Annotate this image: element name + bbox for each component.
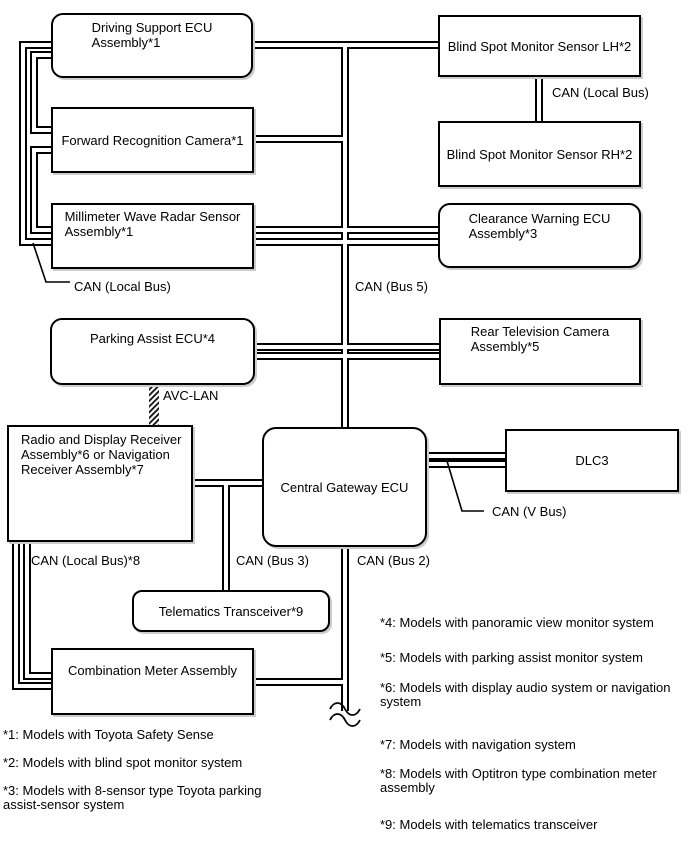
node-label: Radio and Display Receiver	[21, 432, 182, 447]
footnote-line: *3: Models with 8-sensor type Toyota par…	[3, 783, 262, 798]
node-telematics-transceiver: Telematics Transceiver*9	[132, 590, 330, 632]
can-local-bus-leader-line	[32, 242, 70, 283]
node-label: Millimeter Wave Radar Sensor	[64, 209, 241, 224]
node-label: Assembly*3	[468, 226, 538, 241]
node-label: Combination Meter Assembly	[67, 663, 238, 678]
footnote-9: *9: Models with telematics transceiver	[380, 818, 597, 832]
footnote-3: *3: Models with 8-sensor type Toyota par…	[3, 784, 261, 812]
footnote-line: *6: Models with display audio system or …	[380, 680, 671, 695]
node-driving-support-ecu: Driving Support ECU Assembly*1	[51, 13, 253, 78]
node-label: Assembly*1	[64, 224, 134, 239]
node-label: Receiver Assembly*7	[21, 462, 144, 477]
node-label: Central Gateway ECU	[280, 479, 409, 495]
footnote-line: *4: Models with panoramic view monitor s…	[380, 615, 654, 630]
node-label: Parking Assist ECU*4	[90, 331, 215, 346]
node-label: Assembly*5	[470, 339, 540, 354]
node-label: Blind Spot Monitor Sensor LH*2	[447, 38, 632, 54]
can-bus-lines-core	[14, 43, 541, 711]
node-label: Driving Support ECU	[91, 20, 213, 35]
node-label: Blind Spot Monitor Sensor RH*2	[446, 146, 633, 162]
footnote-6: *6: Models with display audio system or …	[380, 681, 670, 709]
footnote-line: system	[380, 694, 422, 709]
footnote-8: *8: Models with Optitron type combinatio…	[380, 767, 657, 795]
footnote-7: *7: Models with navigation system	[380, 738, 576, 752]
footnote-line: *1: Models with Toyota Safety Sense	[3, 727, 214, 742]
footnote-1: *1: Models with Toyota Safety Sense	[3, 728, 214, 742]
footnote-line: *2: Models with blind spot monitor syste…	[3, 755, 243, 770]
node-blind-spot-monitor-lh: Blind Spot Monitor Sensor LH*2	[438, 15, 641, 77]
node-label: Rear Television Camera	[470, 324, 610, 339]
can-v-bus-leader-line	[446, 460, 484, 512]
footnote-4: *4: Models with panoramic view monitor s…	[380, 616, 654, 630]
label-can-bus-2: CAN (Bus 2)	[357, 553, 430, 568]
node-clearance-warning-ecu: Clearance Warning ECU Assembly*3	[438, 203, 641, 268]
footnote-line: *8: Models with Optitron type combinatio…	[380, 766, 657, 781]
footnote-line: *9: Models with telematics transceiver	[380, 817, 598, 832]
node-central-gateway-ecu: Central Gateway ECU	[262, 427, 427, 547]
footnote-2: *2: Models with blind spot monitor syste…	[3, 756, 242, 770]
label-can-bus-5: CAN (Bus 5)	[355, 279, 428, 294]
node-label: Telematics Transceiver*9	[158, 603, 304, 619]
node-radio-display-receiver: Radio and Display Receiver Assembly*6 or…	[7, 425, 193, 542]
node-blind-spot-monitor-rh: Blind Spot Monitor Sensor RH*2	[438, 121, 641, 187]
label-can-local-bus-8: CAN (Local Bus)*8	[31, 553, 141, 568]
node-combination-meter: Combination Meter Assembly	[51, 648, 254, 715]
footnote-line: assembly	[380, 780, 435, 795]
footnote-line: assist-sensor system	[3, 797, 125, 812]
node-label: Assembly*1	[91, 35, 161, 50]
label-can-local-bus-left: CAN (Local Bus)	[74, 279, 171, 294]
footnote-line: *5: Models with parking assist monitor s…	[380, 650, 643, 665]
node-label: Assembly*6 or Navigation	[21, 447, 170, 462]
label-can-local-bus-right: CAN (Local Bus)	[552, 85, 649, 100]
avc-lan-connector	[149, 384, 159, 426]
node-label: Clearance Warning ECU	[468, 211, 611, 226]
node-forward-recognition-camera: Forward Recognition Camera*1	[51, 107, 254, 173]
node-label: DLC3	[575, 453, 609, 468]
label-avc-lan: AVC-LAN	[163, 388, 219, 403]
node-millimeter-wave-radar: Millimeter Wave Radar Sensor Assembly*1	[51, 203, 254, 269]
node-label: Forward Recognition Camera*1	[61, 132, 244, 148]
node-parking-assist-ecu: Parking Assist ECU*4	[50, 318, 255, 385]
label-can-v-bus: CAN (V Bus)	[492, 504, 567, 519]
footnote-line: *7: Models with navigation system	[380, 737, 576, 752]
node-rear-television-camera: Rear Television Camera Assembly*5	[439, 318, 641, 385]
node-dlc3: DLC3	[505, 429, 679, 492]
label-can-bus-3: CAN (Bus 3)	[236, 553, 309, 568]
bus-break-squiggle	[329, 702, 361, 727]
footnote-5: *5: Models with parking assist monitor s…	[380, 651, 643, 665]
